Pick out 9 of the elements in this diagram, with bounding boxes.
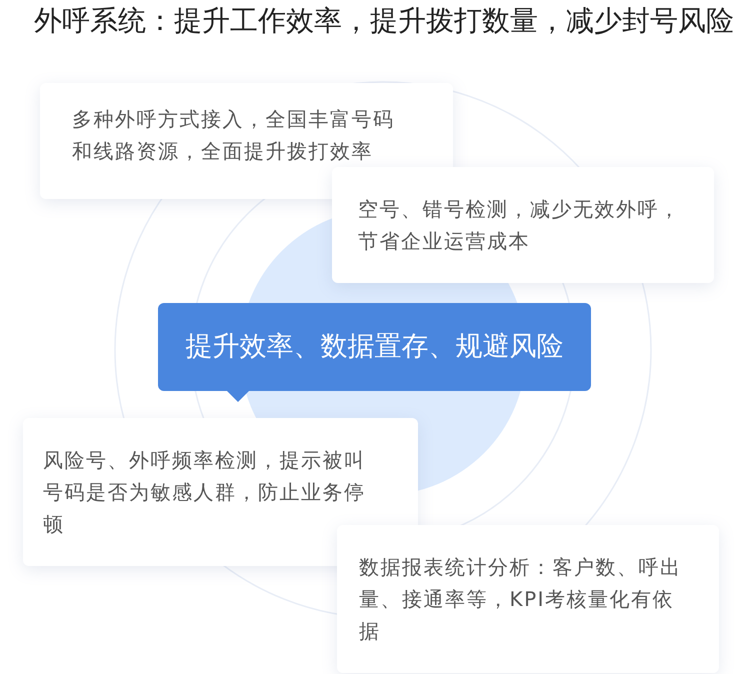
title: 外呼系统：提升工作效率，提升拨打数量，减少封号风险 — [34, 3, 734, 39]
card-text: 提升效率、数据置存、规避风险 — [184, 330, 564, 364]
info-card — [332, 167, 714, 283]
card-text: 风险号、外呼频率检测，提示被叫号码是否为敏感人群，防止业务停顿 — [43, 447, 366, 538]
card-text: 多种外呼方式接入，全国丰富号码和线路资源，全面提升拨打效率 — [72, 106, 396, 165]
info-card — [337, 525, 719, 673]
info-card — [40, 83, 453, 199]
card-text: 空号、错号检测，减少无效外呼，节省企业运营成本 — [358, 196, 682, 255]
card-text: 数据报表统计分析：客户数、呼出量、接通率等，KPI考核量化有依据 — [359, 554, 682, 645]
